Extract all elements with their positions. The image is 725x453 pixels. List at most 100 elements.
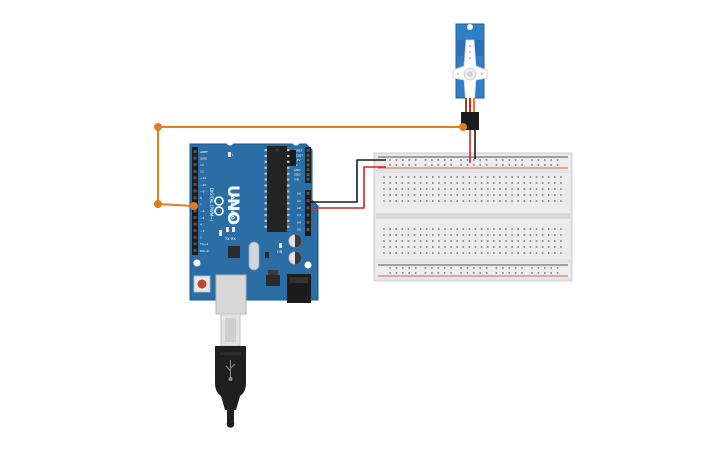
breadboard-hole[interactable] [474, 228, 477, 230]
breadboard-hole[interactable] [499, 194, 501, 196]
breadboard-hole[interactable] [389, 188, 391, 190]
breadboard-hole[interactable] [413, 240, 416, 242]
breadboard-hole[interactable] [535, 188, 538, 190]
breadboard-hole[interactable] [556, 267, 559, 269]
breadboard-hole[interactable] [529, 252, 532, 254]
breadboard-hole[interactable] [395, 194, 397, 196]
breadboard-hole[interactable] [517, 188, 519, 190]
power-wire[interactable] [311, 166, 386, 209]
breadboard-hole[interactable] [547, 240, 550, 242]
header-pin[interactable] [306, 228, 310, 231]
signal-wire[interactable] [157, 126, 463, 207]
breadboard-hole[interactable] [450, 240, 452, 242]
breadboard-hole[interactable] [413, 194, 416, 196]
breadboard-hole[interactable] [474, 176, 477, 178]
breadboard-hole[interactable] [486, 234, 489, 236]
breadboard-hole[interactable] [523, 194, 526, 196]
breadboard-hole[interactable] [547, 234, 550, 236]
breadboard-hole[interactable] [414, 272, 417, 274]
breadboard-hole[interactable] [424, 159, 427, 161]
breadboard-hole[interactable] [466, 267, 469, 269]
breadboard-hole[interactable] [383, 194, 385, 196]
breadboard-hole[interactable] [502, 159, 504, 161]
breadboard-hole[interactable] [450, 200, 452, 202]
breadboard-hole[interactable] [383, 176, 385, 178]
breadboard-hole[interactable] [462, 246, 465, 248]
breadboard-hole[interactable] [499, 246, 501, 248]
breadboard-hole[interactable] [402, 164, 404, 166]
breadboard-hole[interactable] [474, 246, 477, 248]
breadboard-hole[interactable] [554, 194, 556, 196]
breadboard-hole[interactable] [541, 240, 544, 242]
breadboard-hole[interactable] [443, 267, 446, 269]
breadboard-hole[interactable] [413, 182, 416, 184]
breadboard-hole[interactable] [468, 194, 471, 196]
breadboard-hole[interactable] [456, 246, 458, 248]
breadboard-hole[interactable] [425, 188, 428, 190]
breadboard-hole[interactable] [414, 164, 417, 166]
breadboard-hole[interactable] [523, 246, 526, 248]
breadboard-hole[interactable] [462, 200, 465, 202]
breadboard-hole[interactable] [401, 182, 404, 184]
header-pin[interactable] [193, 209, 197, 213]
breadboard-hole[interactable] [480, 240, 483, 242]
breadboard-hole[interactable] [499, 176, 501, 178]
breadboard-hole[interactable] [438, 234, 440, 236]
breadboard-hole[interactable] [407, 194, 410, 196]
breadboard-hole[interactable] [401, 234, 404, 236]
breadboard-hole[interactable] [468, 182, 471, 184]
breadboard-hole[interactable] [389, 194, 391, 196]
breadboard-hole[interactable] [424, 267, 427, 269]
breadboard-hole[interactable] [554, 252, 556, 254]
breadboard-hole[interactable] [493, 176, 495, 178]
breadboard-hole[interactable] [511, 246, 513, 248]
breadboard-hole[interactable] [560, 252, 562, 254]
breadboard-hole[interactable] [432, 234, 434, 236]
breadboard-hole[interactable] [486, 252, 489, 254]
breadboard-hole[interactable] [486, 200, 489, 202]
wire-bend-point[interactable] [154, 123, 162, 131]
breadboard-hole[interactable] [474, 200, 477, 202]
breadboard-hole[interactable] [389, 228, 391, 230]
breadboard-hole[interactable] [383, 188, 385, 190]
breadboard-hole[interactable] [462, 182, 465, 184]
breadboard-hole[interactable] [535, 194, 538, 196]
breadboard-hole[interactable] [407, 246, 410, 248]
breadboard-hole[interactable] [413, 246, 416, 248]
breadboard-hole[interactable] [560, 246, 562, 248]
breadboard-hole[interactable] [444, 194, 446, 196]
breadboard-hole[interactable] [495, 272, 498, 274]
breadboard-hole[interactable] [479, 159, 481, 161]
breadboard-hole[interactable] [419, 240, 422, 242]
breadboard-hole[interactable] [414, 159, 417, 161]
header-pin[interactable] [193, 222, 197, 226]
breadboard-hole[interactable] [450, 194, 452, 196]
breadboard-hole[interactable] [425, 228, 428, 230]
breadboard-hole[interactable] [395, 234, 397, 236]
breadboard-hole[interactable] [389, 252, 391, 254]
breadboard-hole[interactable] [473, 272, 475, 274]
breadboard-hole[interactable] [462, 228, 465, 230]
breadboard-hole[interactable] [547, 252, 550, 254]
breadboard-hole[interactable] [401, 194, 404, 196]
breadboard-hole[interactable] [541, 246, 544, 248]
breadboard-hole[interactable] [474, 194, 477, 196]
breadboard-hole[interactable] [438, 200, 440, 202]
breadboard-hole[interactable] [450, 272, 452, 274]
servo-horn[interactable] [452, 39, 488, 107]
breadboard-hole[interactable] [493, 228, 495, 230]
breadboard-hole[interactable] [419, 194, 422, 196]
usb-cable[interactable] [215, 313, 246, 428]
breadboard-hole[interactable] [560, 176, 562, 178]
header-pin[interactable] [193, 183, 197, 186]
breadboard-hole[interactable] [413, 176, 416, 178]
breadboard-hole[interactable] [521, 159, 523, 161]
breadboard-hole[interactable] [383, 234, 385, 236]
breadboard-hole[interactable] [437, 159, 440, 161]
breadboard-hole[interactable] [466, 164, 469, 166]
breadboard-hole[interactable] [511, 252, 513, 254]
breadboard-hole[interactable] [535, 182, 538, 184]
breadboard-hole[interactable] [468, 240, 471, 242]
wire-endpoint[interactable] [190, 202, 198, 210]
breadboard-hole[interactable] [462, 234, 465, 236]
